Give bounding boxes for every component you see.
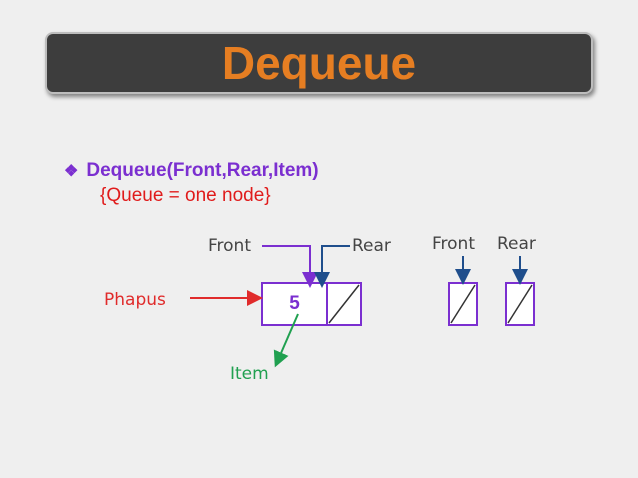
item-label: Item — [230, 364, 269, 384]
rear-pointer-arrow — [314, 245, 350, 288]
bullet-item: ❖ Dequeue(Front,Rear,Item) — [64, 160, 319, 182]
front-label-2: Front — [432, 234, 475, 254]
rear-null-box — [505, 282, 535, 326]
rear-label-2: Rear — [497, 234, 536, 254]
front-pointer-arrow — [262, 245, 318, 288]
front-null-box — [448, 282, 478, 326]
bullet-text: Dequeue(Front,Rear,Item) — [86, 160, 319, 181]
rear-label: Rear — [352, 236, 391, 256]
queue-node — [261, 282, 362, 326]
title-bar: Dequeue — [45, 32, 593, 94]
null-pointer-slash — [328, 284, 360, 324]
front-label: Front — [208, 236, 251, 256]
bullet-subtext: {Queue = one node} — [100, 185, 271, 206]
node-value: 5 — [289, 293, 300, 314]
slide-title: Dequeue — [221, 37, 417, 89]
item-arrow — [273, 313, 299, 368]
diamond-bullet-icon: ❖ — [64, 163, 79, 180]
phapus-label: Phapus — [104, 290, 166, 310]
